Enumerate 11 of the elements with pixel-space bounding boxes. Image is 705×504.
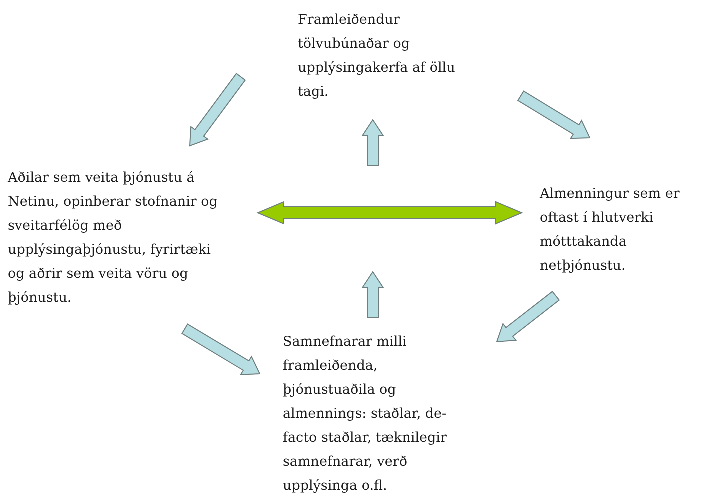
node-text: Framleiðendur tölvubúnaðar og upplýsingakerfa af öllu tagi. xyxy=(298,11,456,102)
block-arrow xyxy=(362,271,384,318)
node-text: Aðilar sem veita þjónustu á Netinu, opinberar stofnanir og sveitarfélög með upplýsingaþjónustu, fyrirtæki og aðrir sem veita vöru og þjónustu. xyxy=(8,169,219,308)
block-arrow xyxy=(182,324,261,376)
block-arrow xyxy=(517,90,591,140)
block-arrow xyxy=(256,201,524,225)
node-text: Almenningur sem er oftast í hlutverki mótttakanda netþjónustu. xyxy=(540,185,681,276)
block-arrow xyxy=(189,73,246,147)
block-arrow xyxy=(362,119,384,166)
block-arrow xyxy=(496,291,560,343)
node-text: Samnefnarar milli framleiðenda, þjónustuaðila og almennings: staðlar, de-facto staðlar, tæknilegir samnefnarar, verð upplýsinga o.fl. xyxy=(283,333,448,496)
